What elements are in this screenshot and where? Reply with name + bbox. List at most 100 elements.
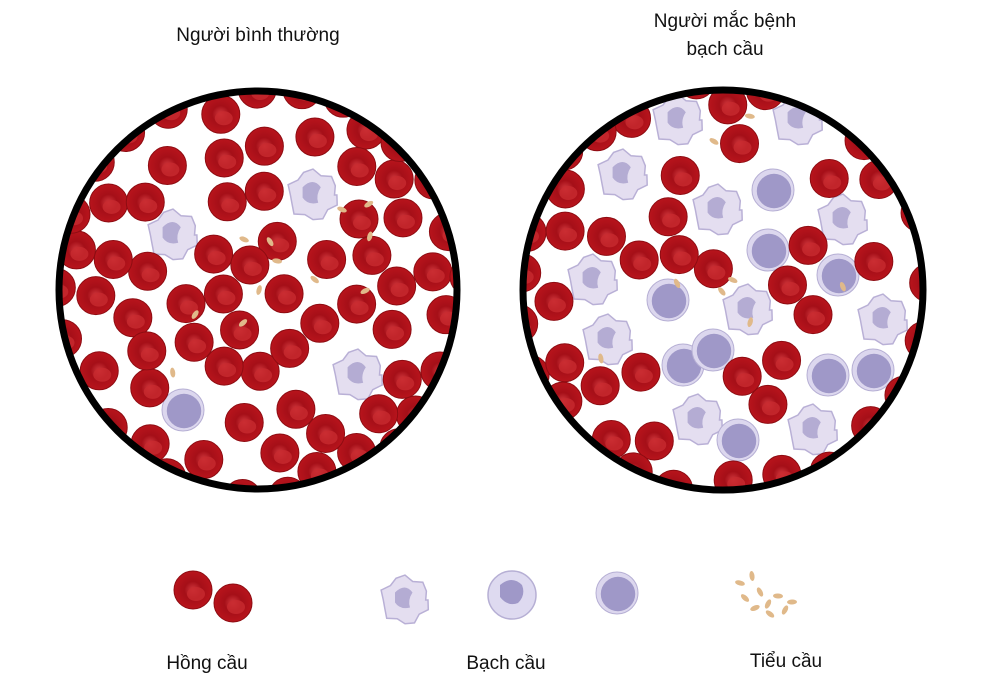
red-blood-cell (372, 309, 412, 349)
red-blood-cell (377, 266, 417, 306)
lymphocyte (806, 353, 850, 397)
red-blood-cell (270, 328, 310, 368)
red-blood-cell (586, 216, 626, 256)
white-blood-cell (380, 574, 430, 625)
platelet (765, 610, 775, 618)
platelet (239, 236, 249, 243)
red-blood-cell (545, 211, 585, 251)
red-blood-cell (204, 346, 244, 386)
red-blood-cell (767, 265, 807, 305)
lymphocyte (746, 228, 790, 272)
leukemia-smear-border (519, 86, 927, 494)
platelet (360, 287, 370, 295)
white-blood-cell (332, 348, 383, 401)
lymphocyte (816, 253, 860, 297)
red-blood-cell (909, 263, 923, 303)
white-blood-cell (147, 208, 198, 261)
red-blood-cell (809, 159, 849, 199)
red-blood-cell (223, 479, 263, 489)
red-blood-cell (264, 274, 304, 314)
normal-panel-title: Người bình thường (176, 25, 340, 46)
platelet (749, 571, 755, 581)
platelet (740, 594, 750, 602)
red-blood-cell (307, 240, 347, 280)
red-blood-cell (257, 221, 297, 261)
platelet (735, 580, 745, 586)
red-blood-cell (244, 171, 284, 211)
red-blood-cell (708, 90, 748, 125)
platelet (337, 206, 347, 213)
red-blood-cell (128, 251, 168, 291)
red-blood-cell (166, 284, 206, 324)
white-blood-cell (567, 253, 618, 306)
red-blood-cell (276, 389, 316, 429)
red-blood-cell (244, 126, 284, 166)
platelet (364, 200, 374, 208)
platelet (238, 319, 248, 327)
red-blood-cell (413, 252, 453, 292)
red-blood-cell (619, 240, 659, 280)
red-blood-cell (93, 240, 133, 280)
platelet (756, 587, 764, 597)
red-blood-cell (224, 403, 264, 443)
platelet (728, 276, 738, 284)
red-blood-cell (621, 352, 661, 392)
white-blood-cell (817, 193, 868, 246)
legend-icons (173, 570, 797, 625)
red-blood-cell (201, 94, 241, 134)
red-blood-cell (337, 147, 377, 187)
platelet (310, 275, 319, 284)
lymphocyte (751, 168, 795, 212)
lymphocyte (595, 571, 639, 615)
platelet (787, 599, 797, 605)
red-blood-cell (339, 199, 379, 239)
red-blood-cell (659, 235, 699, 275)
red-blood-cell (79, 351, 119, 391)
platelet (718, 287, 726, 296)
platelet (673, 278, 681, 288)
platelet (598, 353, 604, 364)
red-blood-cell (634, 421, 674, 461)
platelet (781, 605, 789, 615)
red-blood-cell (854, 241, 894, 281)
red-blood-cell (76, 276, 116, 316)
platelet (764, 599, 772, 609)
red-blood-cell (89, 183, 129, 223)
white-blood-cell (652, 93, 703, 146)
red-blood-cell (382, 359, 422, 399)
red-blood-cell (174, 322, 214, 362)
red-blood-cell (203, 274, 243, 314)
leukemia-blood-smear (523, 90, 923, 490)
platelet (747, 317, 753, 327)
platelet (750, 605, 760, 611)
legend-platelet-label: Tiểu cầu (749, 651, 823, 672)
white-blood-cell (672, 393, 723, 446)
platelet (272, 258, 282, 264)
red-blood-cell (720, 124, 760, 164)
platelet (191, 310, 199, 319)
platelet (773, 593, 783, 599)
lymphocyte (851, 348, 895, 392)
red-blood-cell (184, 440, 224, 480)
red-blood-cell (130, 368, 170, 408)
platelet (266, 237, 274, 247)
red-blood-cell (230, 245, 270, 285)
red-blood-cell (306, 413, 346, 453)
red-blood-cell (125, 182, 165, 222)
red-blood-cell (383, 198, 423, 238)
red-blood-cell (213, 583, 253, 623)
platelet (839, 281, 846, 292)
white-blood-cell (582, 313, 633, 366)
white-blood-cell (722, 283, 773, 336)
platelet (170, 367, 176, 378)
red-blood-cell (693, 249, 733, 289)
red-blood-cell (220, 310, 260, 350)
red-blood-cell (113, 298, 153, 338)
red-blood-cell (762, 340, 802, 380)
red-blood-cell (648, 197, 688, 237)
leukemia-panel-title-line1: Người mắc bệnh (653, 11, 797, 32)
legend-red-cell-label: Hồng cầu (166, 653, 248, 674)
white-blood-cell (597, 148, 648, 201)
red-blood-cell (295, 117, 335, 157)
red-blood-cell (173, 570, 213, 610)
